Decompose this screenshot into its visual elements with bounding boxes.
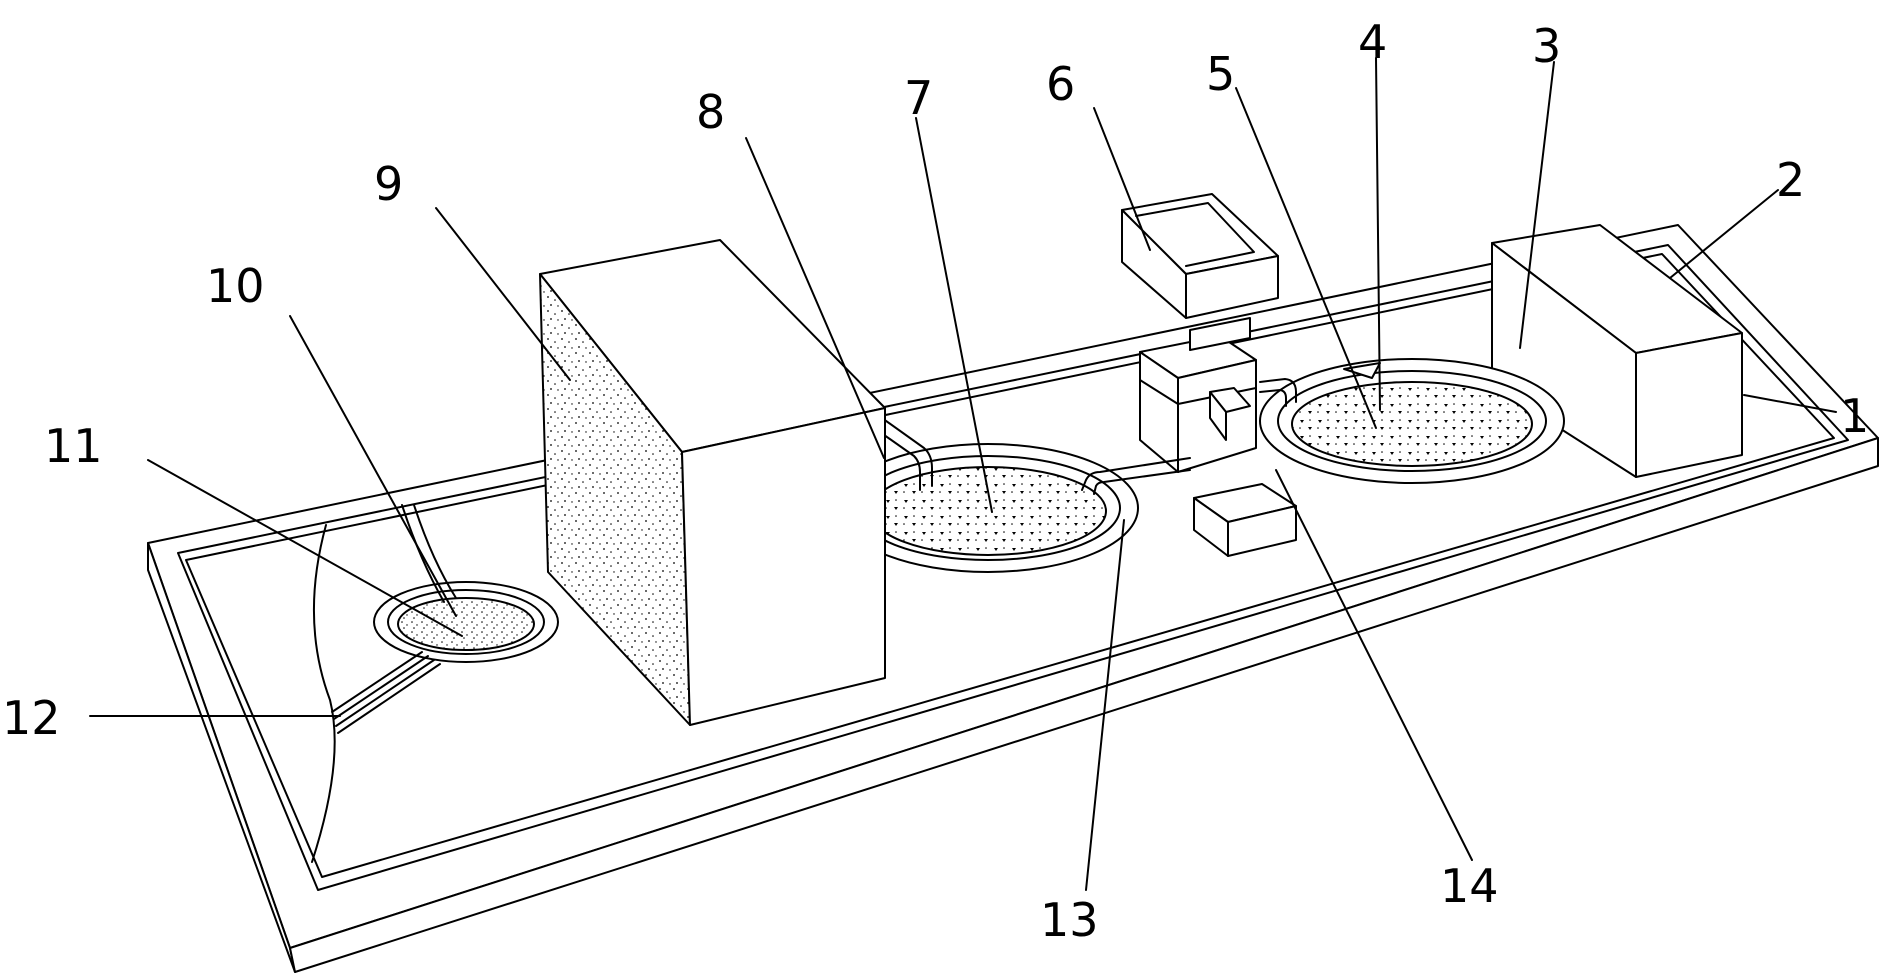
pipe-right-outlet-inner (1259, 389, 1287, 407)
label-7: 7 (904, 71, 933, 125)
pipe-middle-to-crusher-inner (1093, 469, 1191, 495)
reference-numerals: 1 2 3 4 5 6 7 8 9 10 11 12 13 14 (2, 15, 1869, 947)
drain-line-1 (331, 651, 423, 713)
label-5: 5 (1206, 47, 1235, 101)
tank-middle-sieve (869, 466, 1107, 556)
box9-front (681, 407, 886, 726)
leader-13 (1085, 519, 1125, 891)
pipe-middle-to-crusher (1081, 457, 1191, 491)
chute-curve (311, 524, 336, 863)
crusher-outlet-left (1209, 391, 1227, 441)
label-1: 1 (1840, 389, 1869, 443)
hopper-inner-edge (1135, 202, 1255, 267)
pipe-into-middle (867, 407, 933, 487)
base-front-side (289, 437, 1879, 973)
tank-right-tab (1343, 362, 1381, 379)
sieve-tank-left (331, 504, 559, 734)
leader-8 (745, 137, 885, 459)
leader-2 (1669, 189, 1779, 279)
tank-box-2 (1491, 224, 1743, 478)
crusher-unit (1121, 193, 1297, 557)
drain-line-2 (333, 655, 429, 720)
leader-4 (1375, 57, 1381, 411)
pipe-into-middle-inner (859, 417, 921, 491)
crusher-neck (1189, 317, 1251, 351)
label-3: 3 (1532, 19, 1561, 73)
tank-left-sieve (397, 597, 535, 651)
leader-14 (1275, 469, 1473, 861)
sieve-tank-middle (837, 407, 1191, 573)
leader-lines (89, 57, 1837, 891)
label-9: 9 (374, 157, 403, 211)
leader-3 (1519, 61, 1555, 349)
label-6: 6 (1046, 57, 1075, 111)
drain-line-3 (335, 659, 435, 727)
label-2: 2 (1776, 153, 1805, 207)
leader-6 (1093, 107, 1151, 251)
label-10: 10 (206, 259, 265, 313)
label-12: 12 (2, 691, 61, 745)
tank-right-sieve (1291, 381, 1533, 467)
leader-10 (289, 315, 457, 617)
label-14: 14 (1440, 859, 1499, 913)
collector-front (1227, 505, 1297, 557)
leader-11 (147, 459, 463, 637)
leader-7 (915, 117, 993, 513)
drain-line-4 (337, 663, 441, 734)
feed-pipe-left-b (413, 504, 457, 599)
box-9 (539, 239, 886, 726)
pipe-right-outlet (1259, 378, 1297, 403)
label-13: 13 (1040, 893, 1099, 947)
label-8: 8 (696, 85, 725, 139)
hopper-front (1185, 255, 1279, 319)
label-11: 11 (44, 419, 103, 473)
feed-pipe-left-a (401, 504, 445, 603)
box2-front (1635, 332, 1743, 478)
leader-5 (1235, 87, 1377, 429)
sieve-tank-right (1259, 358, 1565, 484)
leader-1 (1743, 394, 1837, 413)
leader-9 (435, 207, 571, 381)
label-4: 4 (1358, 15, 1387, 69)
